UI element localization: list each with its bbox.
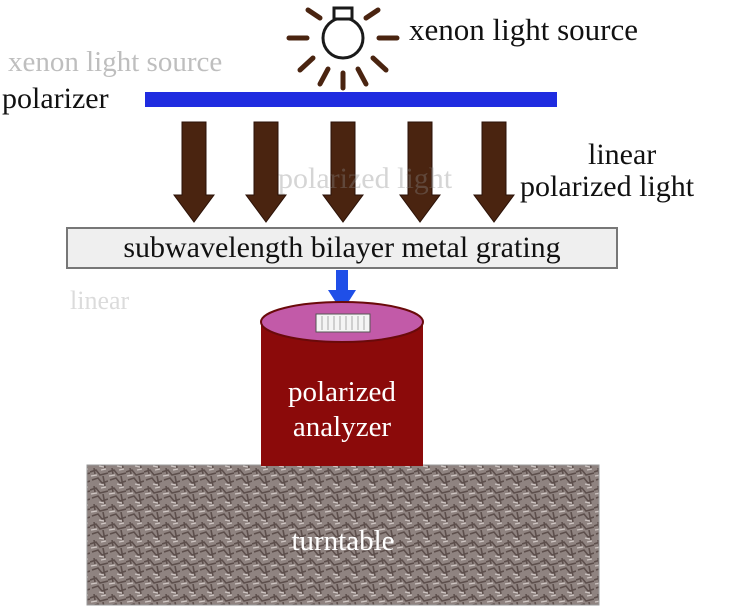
grating-box: subwavelength bilayer metal grating <box>66 227 618 269</box>
ghost-linear-label: linear <box>70 286 130 315</box>
lightbulb-icon <box>286 6 400 91</box>
light-arrow <box>473 121 515 223</box>
light-arrow <box>322 121 364 223</box>
linear-polarized-light-label-line1: linear <box>588 138 657 171</box>
ghost-polarized-light-label: polarized light <box>278 162 453 195</box>
sample-chip <box>315 313 371 333</box>
light-source-label: xenon light source <box>409 12 639 47</box>
analyzer-cylinder <box>260 301 424 466</box>
turntable <box>86 464 600 606</box>
light-arrow <box>245 121 287 223</box>
analyzer-label-line2: analyzer <box>292 411 392 443</box>
polarizer-label: polarizer <box>2 82 109 115</box>
light-arrow <box>173 121 215 223</box>
grating-label: subwavelength bilayer metal grating <box>123 231 561 264</box>
light-arrow <box>399 121 441 223</box>
ghost-light-source-label: xenon light source <box>8 46 223 78</box>
turntable-label: turntable <box>291 525 395 557</box>
polarizer-bar <box>145 92 557 107</box>
linear-polarized-light-label-line2: polarized light <box>520 170 695 203</box>
analyzer-label-line1: polarized <box>288 376 396 408</box>
